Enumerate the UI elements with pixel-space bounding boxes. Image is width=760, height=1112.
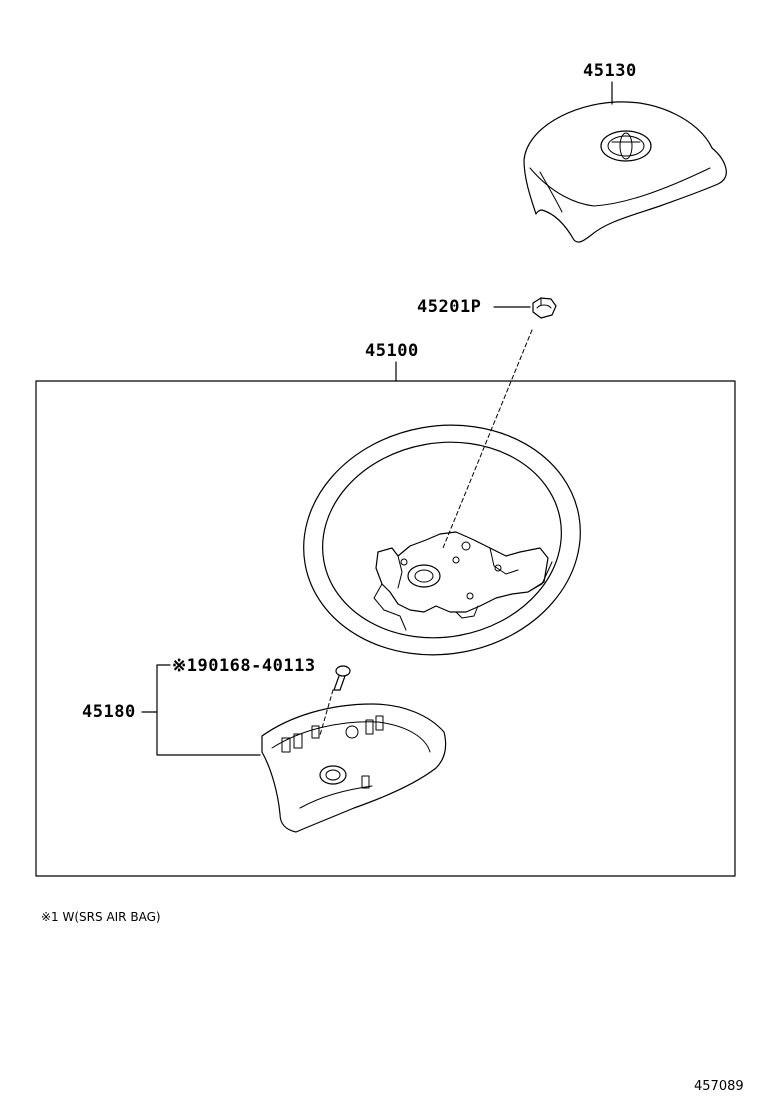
diagram-reference-number: 457089: [694, 1079, 744, 1094]
steering-wheel-drawing: [303, 424, 581, 656]
bracket-45180: [156, 664, 261, 756]
part-number-45201p[interactable]: 45201P: [417, 297, 482, 317]
horn-pad-drawing: [523, 101, 727, 243]
part-number-45130[interactable]: 45130: [583, 61, 637, 81]
assembly-box: [35, 380, 736, 877]
install-line-nut: [442, 329, 533, 549]
install-line-screw: [319, 689, 334, 736]
screw-drawing: [333, 665, 351, 691]
lower-cover-drawing: [261, 703, 447, 833]
part-number-45100[interactable]: 45100: [365, 341, 419, 361]
part-number-45180[interactable]: 45180: [82, 702, 136, 722]
footnote: ※1 W(SRS AIR BAG): [41, 910, 161, 924]
part-number-screw[interactable]: ※190168-40113: [172, 656, 316, 676]
nut-drawing: [532, 297, 557, 319]
